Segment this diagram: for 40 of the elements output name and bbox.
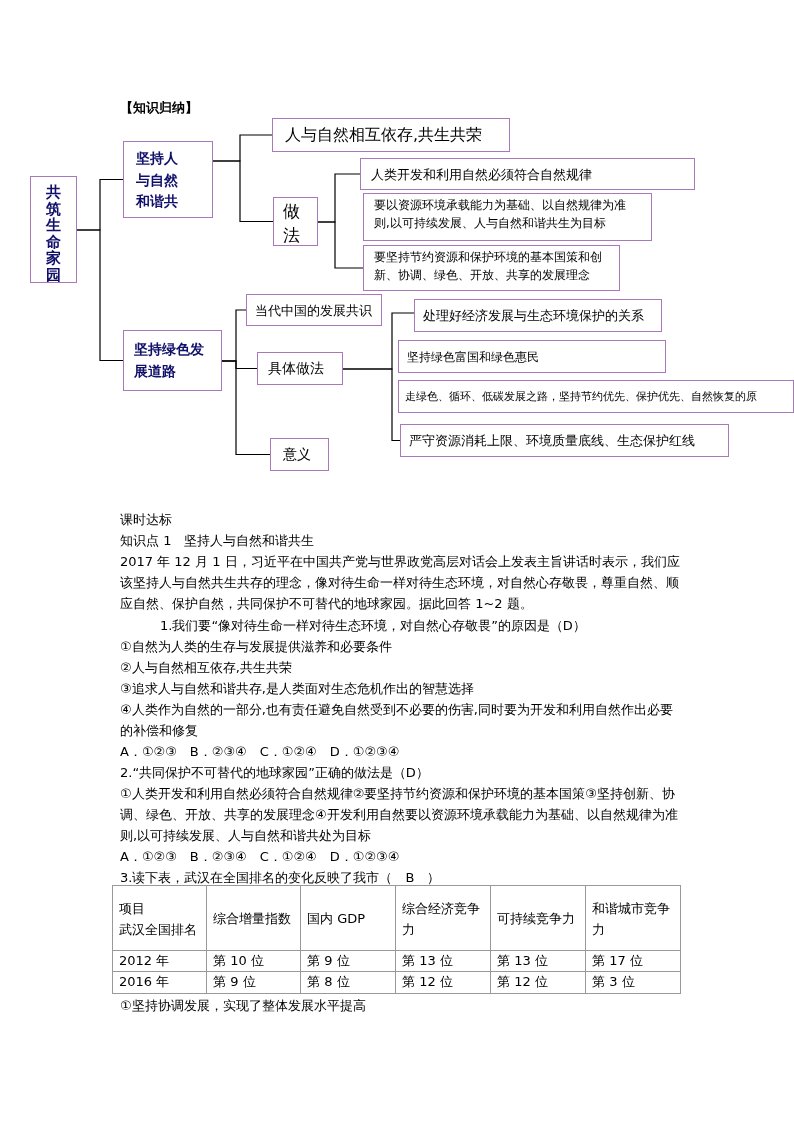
section-heading: 【知识归纳】 <box>120 99 199 117</box>
concept-box: 走绿色、循环、低碳发展之路，坚持节约优先、保护优先、自然恢复的原 <box>398 380 794 413</box>
concept-box: 坚持绿色发展道路 <box>123 330 222 391</box>
table-cell: 2016 年 <box>112 971 207 994</box>
concept-box: 要以资源环境承载能力为基础、以自然规律为准则,以可持续发展、人与自然和谐共生为目标 <box>363 193 652 241</box>
concept-box: 意义 <box>270 438 329 471</box>
option-line: ①坚持协调发展，实现了整体发展水平提高 <box>120 997 367 1015</box>
option-line: ④人类作为自然的一部分,也有责任避免自然受到不必要的伤害,同时要为开发和利用自然作出必要的补偿和修复 <box>120 701 674 740</box>
option-line: ③追求人与自然和谐共存,是人类面对生态危机作出的智慧选择 <box>120 680 475 698</box>
question-text: 3.读下表，武汉在全国排名的变化反映了我市（ B ） <box>120 869 442 887</box>
option-line: ②人与自然相互依存,共生共荣 <box>120 659 293 677</box>
concept-box: 共筑生命家园 <box>30 176 77 283</box>
cell-text: 项目 <box>119 899 146 918</box>
option-line: ①人类开发和利用自然必须符合自然规律②要坚持节约资源和保护环境的基本国策③坚持创新、协调、绿色、开放、共享的发展理念④开发利用自然要以资源环境承载能力为基础、以自然规律为准则,以可持续发展、人与自然和谐共处为目标 <box>120 785 679 845</box>
connector-line <box>221 360 271 456</box>
table-cell: 第 3 位 <box>585 971 681 994</box>
concept-box: 处理好经济发展与生态环境保护的关系 <box>414 299 662 332</box>
cell-text: 武汉全国排名 <box>119 920 198 939</box>
concept-box: 做法 <box>273 197 318 246</box>
concept-box: 当代中国的发展共识 <box>246 294 382 326</box>
section-heading: 知识点 1 坚持人与自然和谐共生 <box>120 532 316 550</box>
concept-box: 严守资源消耗上限、环境质量底线、生态保护红线 <box>400 424 729 457</box>
option-line: ①自然为人类的生存与发展提供滋养和必要条件 <box>120 638 393 656</box>
section-heading: 课时达标 <box>120 511 173 529</box>
connector-line <box>342 368 401 442</box>
concept-box: 坚持人与自然和谐共 <box>123 141 213 218</box>
concept-box: 要坚持节约资源和保护环境的基本国策和创新、协调、绿色、开放、共享的发展理念 <box>363 245 620 291</box>
concept-box: 人类开发和利用自然必须符合自然规律 <box>360 158 695 190</box>
connector-line <box>317 221 364 269</box>
table-cell: 和谐城市竞争力 <box>585 885 681 951</box>
connector-line <box>212 160 274 223</box>
connector-line <box>76 229 124 362</box>
answer-choices: A．①②③ B．②③④ C．①②④ D．①②③④ <box>120 848 401 866</box>
question-text: 2.“共同保护不可替代的地球家园”正确的做法是（D） <box>120 764 430 782</box>
concept-box: 坚持绿色富国和绿色惠民 <box>398 340 666 373</box>
concept-box: 具体做法 <box>257 352 343 385</box>
concept-box: 人与自然相互依存,共生共荣 <box>272 118 510 152</box>
answer-choices: A．①②③ B．②③④ C．①②④ D．①②③④ <box>120 743 401 761</box>
question-stem: 2017 年 12 月 1 日，习近平在中国共产党与世界政党高层对话会上发表主旨讲话时表示，我们应该坚持人与自然共生共存的理念，像对待生命一样对待生态环境，对自然心存敬畏，尊重自然、顺应自然、保护自然，共同保护不可替代的地球家园。据此回答 1~2 题。 <box>120 553 681 613</box>
question-text: 1.我们要“像对待生命一样对待生态环境，对自然心存敬畏”的原因是（D） <box>160 617 587 635</box>
